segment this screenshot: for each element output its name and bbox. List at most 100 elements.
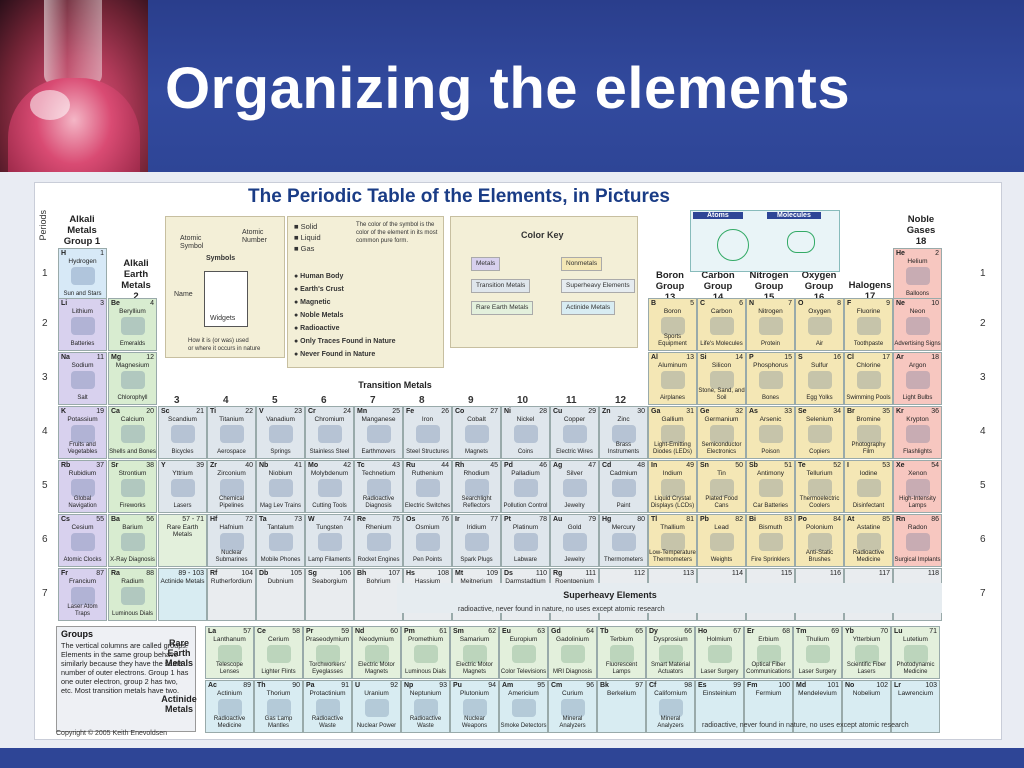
element-number: 50 xyxy=(735,462,743,469)
element-example: Fluorescent Lamps xyxy=(605,662,638,675)
element-name: Arsenic xyxy=(759,416,782,423)
element-number: 5 xyxy=(690,300,694,307)
element-symbol: Se xyxy=(798,408,807,415)
element-number: 12 xyxy=(146,354,154,361)
element-example: Light Bulbs xyxy=(902,395,933,401)
element-number: 39 xyxy=(196,462,204,469)
element-symbol: Os xyxy=(406,516,416,523)
element-picture-icon xyxy=(710,479,734,497)
element-symbol: N xyxy=(749,300,755,307)
element-number: 20 xyxy=(146,408,154,415)
element-example: Rocket Engines xyxy=(357,557,400,563)
element-name: Cobalt xyxy=(467,416,486,423)
atoms-label: Atoms xyxy=(693,212,743,219)
element-number: 98 xyxy=(684,682,692,689)
element-symbol: Sr xyxy=(111,462,119,469)
element-number: 109 xyxy=(486,570,498,577)
element-name: Curium xyxy=(562,690,583,697)
element-number: 16 xyxy=(833,354,841,361)
element-example: Weights xyxy=(710,557,733,563)
element-example: Thermoelectric Coolers xyxy=(799,496,840,509)
element-number: 80 xyxy=(637,516,645,523)
element-name: Sodium xyxy=(71,362,94,369)
element-name: Actinium xyxy=(217,690,242,697)
element-name: Rhodium xyxy=(463,470,490,477)
element-symbol: Ra xyxy=(111,570,120,577)
element-symbol: Mo xyxy=(308,462,319,469)
element-name: Tellurium xyxy=(806,470,833,477)
element-symbol: Hs xyxy=(406,570,415,577)
molecules-label: Molecules xyxy=(767,212,821,219)
element-symbol: Zr xyxy=(210,462,217,469)
element-symbol: Ar xyxy=(896,354,904,361)
element-name: Ruthenium xyxy=(411,470,444,477)
element-example: Radioactive Waste xyxy=(311,716,344,729)
element-symbol: Bi xyxy=(749,516,756,523)
element-example: Brass Instruments xyxy=(607,442,640,455)
element-number: 34 xyxy=(833,408,841,415)
element-picture-icon xyxy=(365,645,389,663)
element-example: Radioactive Medicine xyxy=(852,550,885,563)
element-number: 92 xyxy=(390,682,398,689)
element-example: Laser Surgery xyxy=(798,669,837,675)
element-name: Americium xyxy=(508,690,539,697)
element-example: Life's Molecules xyxy=(700,341,743,347)
element-example: Mag Lev Trains xyxy=(259,503,302,509)
element-symbol: Te xyxy=(798,462,806,469)
element-symbol: Ac xyxy=(208,682,217,689)
element-number: 24 xyxy=(343,408,351,415)
element-number: 88 xyxy=(146,570,154,577)
slide-header: Organizing the elements xyxy=(0,0,1024,172)
state-item: ■ Gas xyxy=(294,244,315,253)
element-number: 108 xyxy=(437,570,449,577)
element-picture-icon xyxy=(414,645,438,663)
element-symbol: K xyxy=(61,408,67,415)
element-example: Pen Points xyxy=(412,557,443,563)
element-name: Polonium xyxy=(805,524,834,531)
transition-group-number: 8 xyxy=(419,395,425,406)
element-example: Electric Motor Magnets xyxy=(456,662,493,675)
element-example: Telescope Lenses xyxy=(215,662,244,675)
bottom-band xyxy=(0,748,1024,768)
element-name: Lawrencium xyxy=(897,690,934,697)
element-number: 41 xyxy=(294,462,302,469)
element-symbol: Am xyxy=(502,682,514,689)
element-symbol: Ds xyxy=(504,570,513,577)
element-picture-icon xyxy=(121,317,145,335)
marker-item: ● Magnetic xyxy=(294,299,331,306)
element-picture-icon xyxy=(512,699,536,717)
element-name: Magnesium xyxy=(115,362,150,369)
element-number: 35 xyxy=(882,408,890,415)
element-symbol: Ti xyxy=(210,408,217,415)
transition-group-number: 11 xyxy=(566,395,577,406)
element-number: 22 xyxy=(245,408,253,415)
element-picture-icon xyxy=(71,479,95,497)
element-number: 44 xyxy=(441,462,449,469)
rare-earth-label: Rare Earth Metals xyxy=(164,638,193,668)
element-example: Thermometers xyxy=(603,557,643,563)
element-number: 73 xyxy=(294,516,302,523)
element-example: Labware xyxy=(513,557,537,563)
element-number: 101 xyxy=(827,682,839,689)
element-symbol: Pb xyxy=(700,516,709,523)
group-header: Halogens 17 xyxy=(848,280,892,302)
element-picture-icon xyxy=(71,371,95,389)
